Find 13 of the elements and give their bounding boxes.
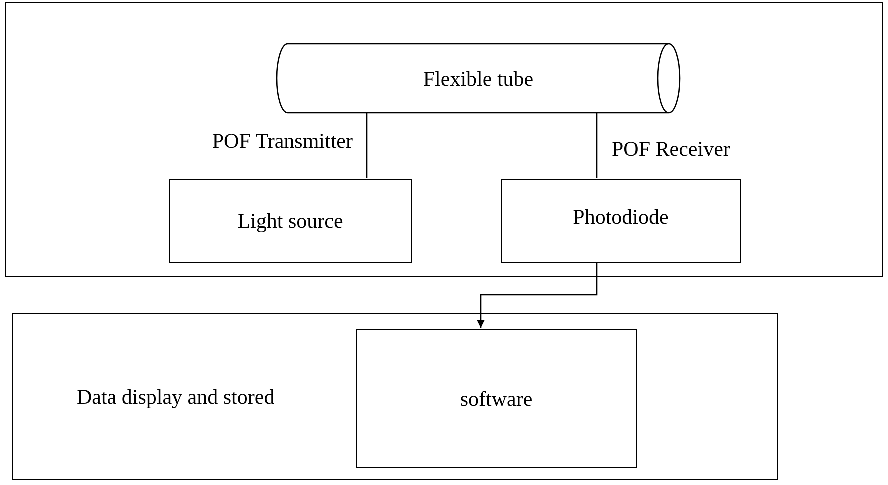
node-label: software [460,386,533,412]
process-box [356,329,637,468]
process-box [169,179,412,263]
node-label: Light source [238,208,344,235]
connector-line [596,113,598,178]
process-box [501,179,741,263]
group-box [12,313,778,480]
node-label: Data display and stored [77,384,275,410]
connector-line [366,113,368,178]
arrow [477,262,598,328]
node-label: Photodiode [573,204,669,231]
system-frame [5,2,883,277]
node-label: Flexible tube [423,66,534,92]
